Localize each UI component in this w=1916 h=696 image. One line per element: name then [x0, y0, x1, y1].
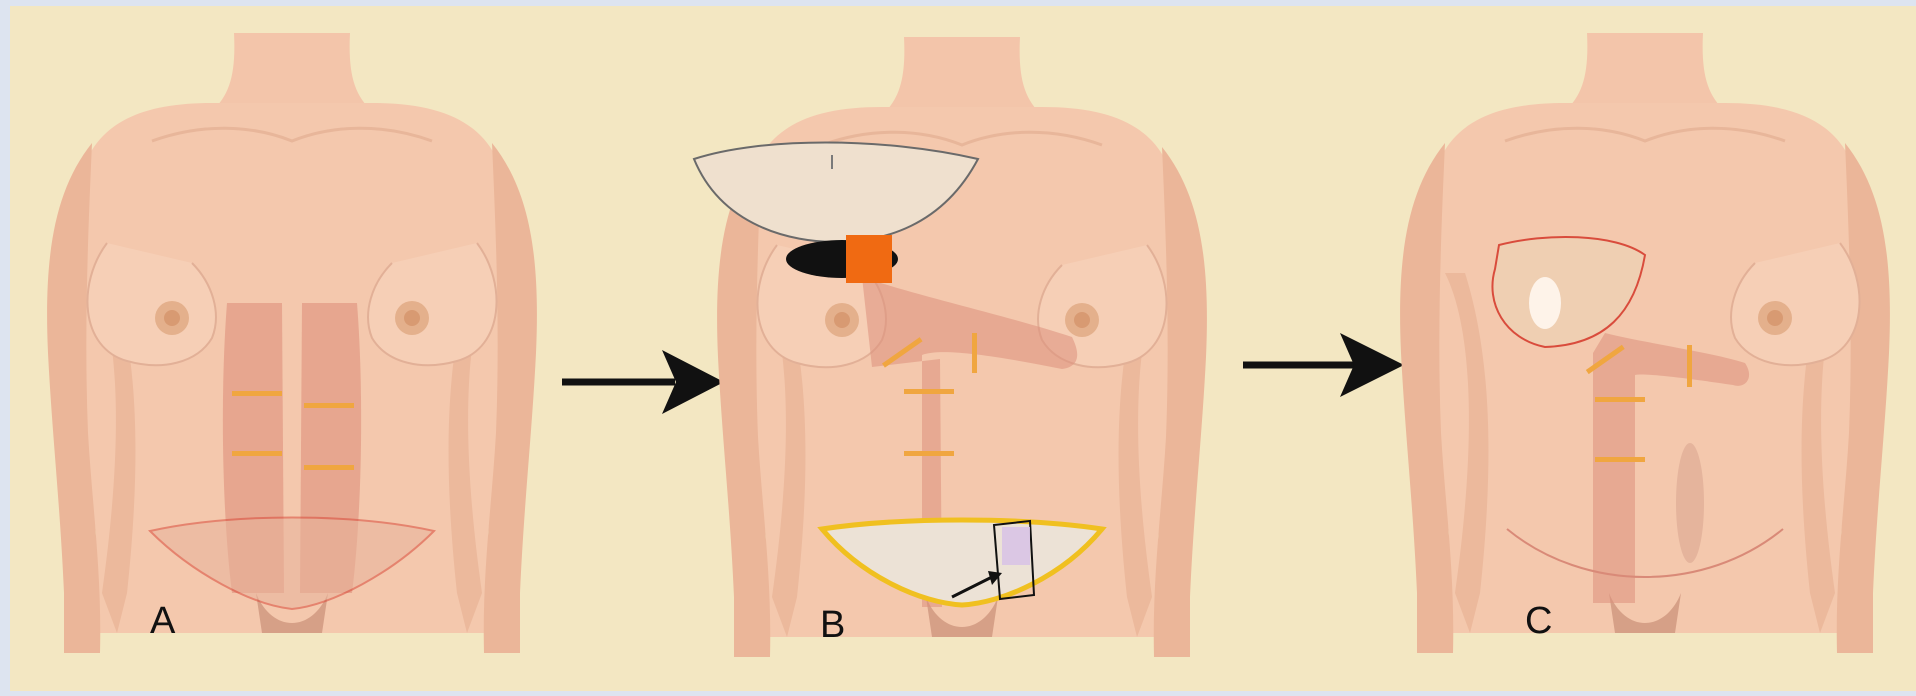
panel-label-a: A [150, 600, 176, 642]
tendinous-mark [232, 451, 282, 456]
panel-a: A [47, 33, 537, 653]
panel-c: C [1400, 33, 1890, 653]
tendinous-mark [904, 389, 954, 394]
highlight [1529, 277, 1561, 329]
panel-label-b: B [820, 604, 845, 646]
tendinous-mark [232, 391, 282, 396]
abdomen-shading [1676, 443, 1704, 563]
orange-block [846, 235, 892, 283]
tendinous-mark [1595, 457, 1645, 462]
tendinous-mark [304, 465, 354, 470]
tendinous-mark [1595, 397, 1645, 402]
tendinous-mark [904, 451, 954, 456]
tendinous-mark [304, 403, 354, 408]
tendinous-mark [1687, 345, 1692, 387]
panel-label-c: C [1525, 600, 1552, 642]
pedicle-highlight [1002, 527, 1030, 565]
tendinous-mark [972, 333, 977, 373]
